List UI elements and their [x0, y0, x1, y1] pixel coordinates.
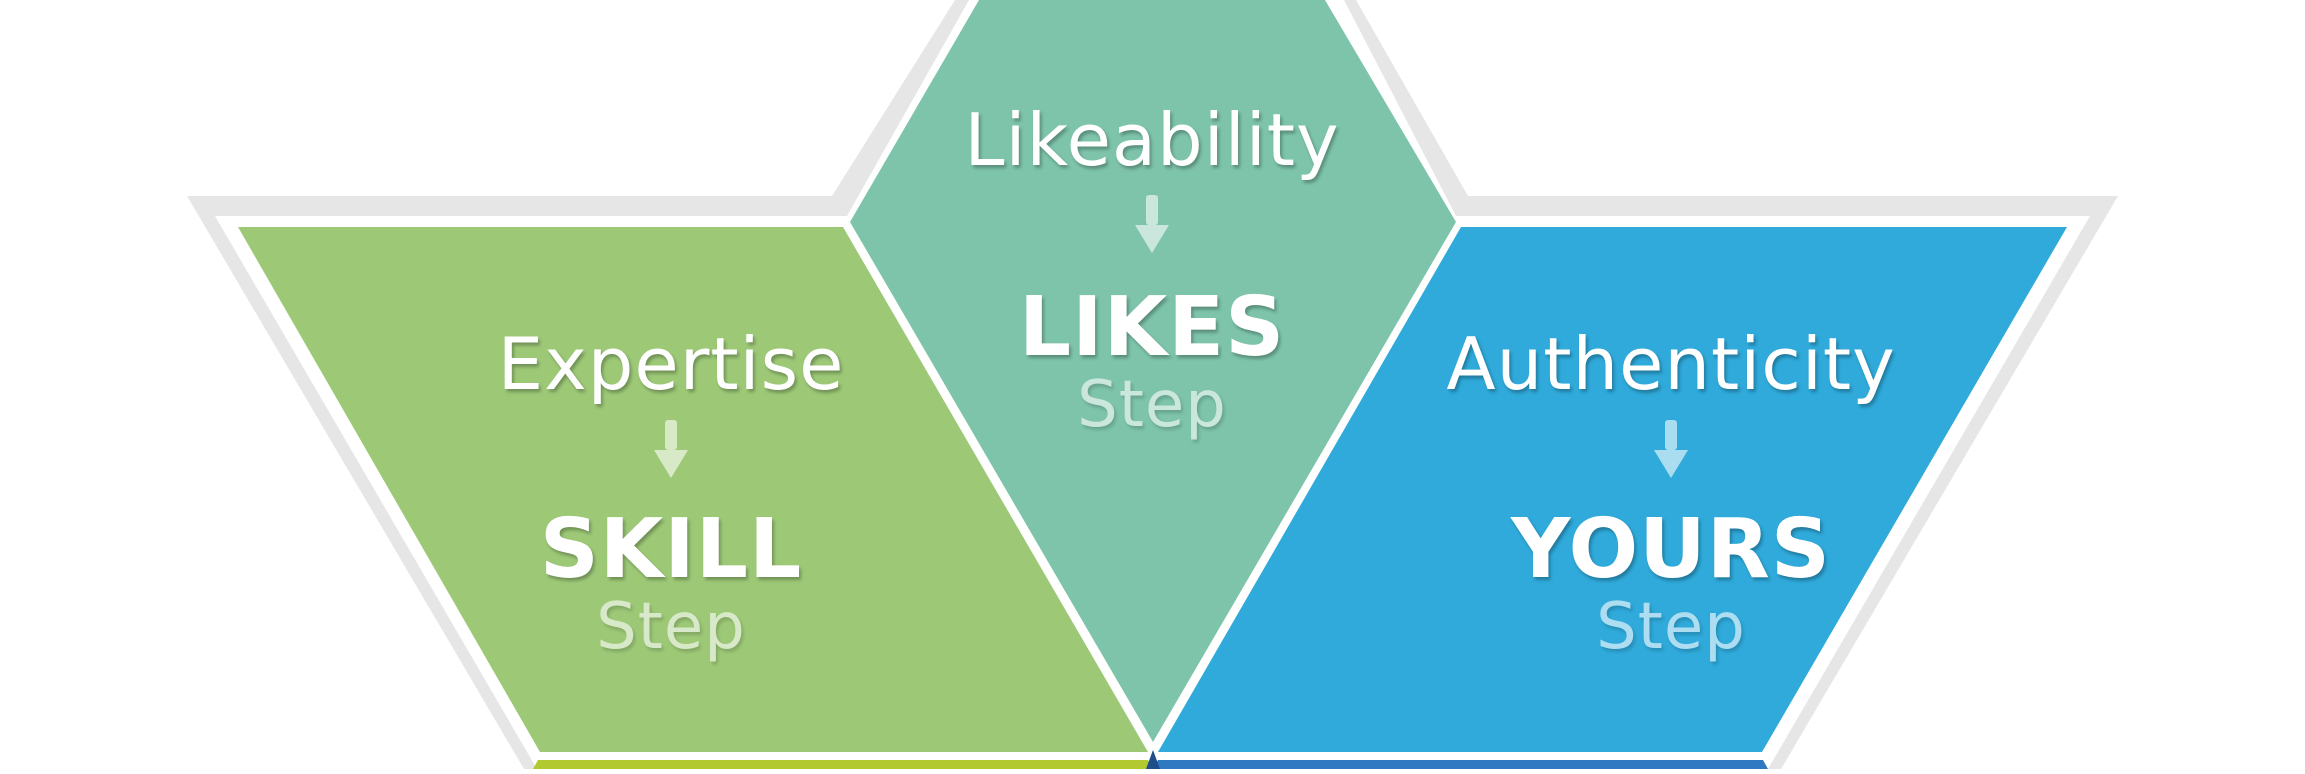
panel-bottom-left	[533, 760, 1153, 769]
likes-concept: Likeability	[964, 98, 1340, 182]
skill-step-title: SKILL	[539, 502, 803, 597]
arrow-down-icon	[1135, 195, 1169, 253]
center-triangle	[1146, 750, 1160, 769]
yours-step-title: YOURS	[1511, 502, 1831, 597]
panel-likes	[850, 0, 1456, 742]
likes-step-suffix: Step	[1077, 368, 1227, 442]
panel-bottom-right	[1153, 760, 1768, 769]
panel-skill	[238, 227, 1148, 752]
yours-step-suffix: Step	[1596, 590, 1746, 664]
panel-yours	[1158, 227, 2067, 752]
likes-step-title: LIKES	[1018, 280, 1286, 375]
skill-concept: Expertise	[497, 322, 845, 406]
yours-concept: Authenticity	[1446, 322, 1896, 406]
skill-step-suffix: Step	[596, 590, 746, 664]
arrow-down-icon	[654, 420, 688, 478]
arrow-down-icon	[1654, 420, 1688, 478]
